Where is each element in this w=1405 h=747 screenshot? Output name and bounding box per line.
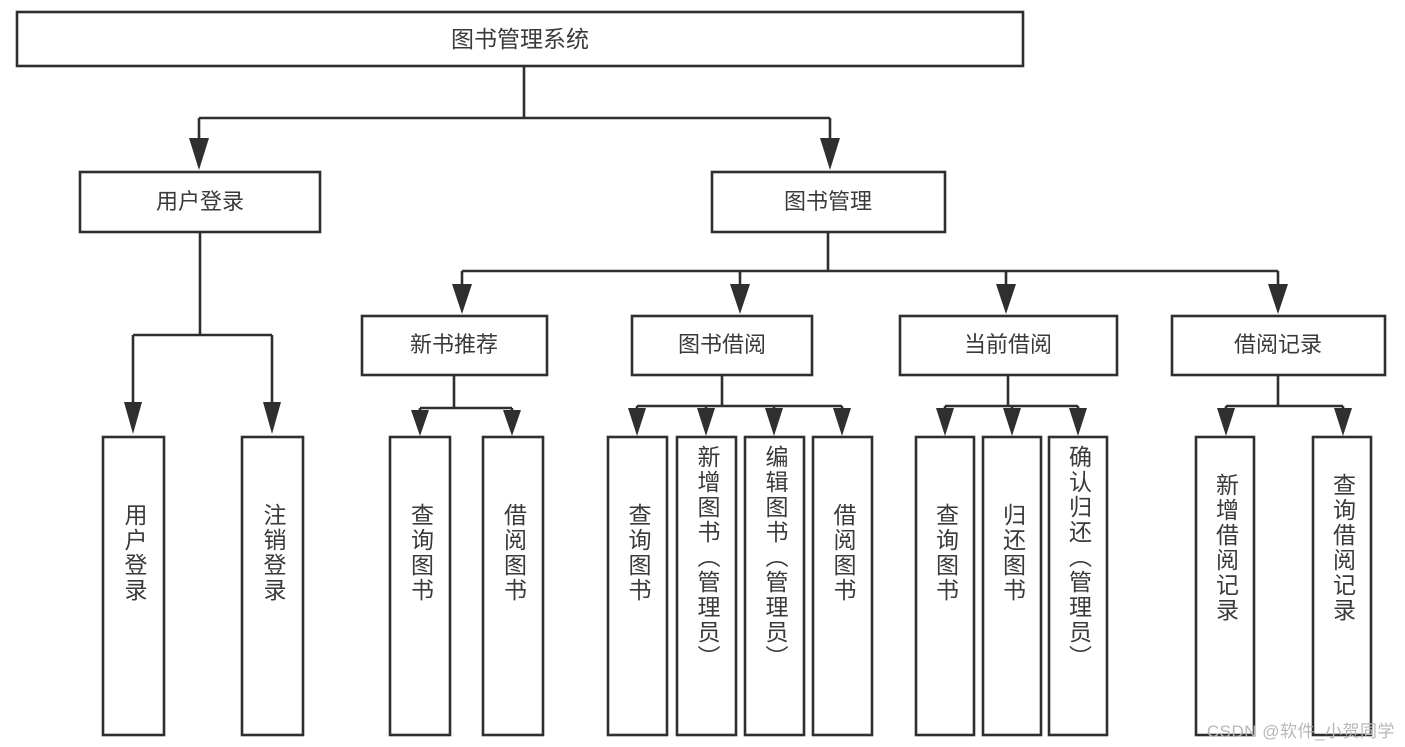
leaf-box-current-2[interactable] bbox=[981, 435, 1043, 737]
leaf-box-borrow-3[interactable] bbox=[743, 435, 806, 737]
arrow-head-current-borrow bbox=[996, 284, 1016, 314]
arrow-head-leaf-new-book-1 bbox=[411, 410, 429, 436]
leaf-box-new-book-2[interactable] bbox=[481, 435, 545, 737]
leaf-box-new-book-1[interactable] bbox=[388, 435, 452, 737]
node-current-borrow[interactable]: 当前借阅 bbox=[898, 314, 1119, 377]
node-user-login[interactable]: 用户登录 bbox=[78, 170, 322, 234]
connector-root-to-level1 bbox=[189, 66, 840, 170]
arrow-head-leaf-record-1 bbox=[1217, 408, 1235, 436]
leaf-box-user-login-1[interactable] bbox=[101, 435, 166, 737]
arrow-head-leaf-borrow-3 bbox=[765, 408, 783, 436]
leaf-box-record-1[interactable] bbox=[1194, 435, 1256, 737]
arrow-head-leaf-current-3 bbox=[1069, 408, 1087, 436]
connector-book-borrow-to-leaves bbox=[628, 375, 851, 436]
borrow-record-label: 借阅记录 bbox=[1234, 332, 1322, 357]
arrow-head-leaf-user-login-1 bbox=[124, 402, 142, 434]
arrow-head-leaf-record-2 bbox=[1334, 408, 1352, 436]
borrow-record-box[interactable] bbox=[1170, 314, 1387, 377]
leaf-box-user-login-2[interactable] bbox=[240, 435, 305, 737]
node-book-borrow[interactable]: 图书借阅 bbox=[630, 314, 814, 377]
arrow-head-borrow-record bbox=[1268, 284, 1288, 314]
current-borrow-label: 当前借阅 bbox=[964, 332, 1052, 357]
leaf-boxes bbox=[101, 435, 1373, 737]
leaf-box-borrow-2[interactable] bbox=[675, 435, 738, 737]
book-manage-box[interactable] bbox=[710, 170, 947, 234]
connector-book-manage-to-level2 bbox=[452, 232, 1288, 314]
new-book-rec-box[interactable] bbox=[360, 314, 549, 377]
arrow-head-leaf-borrow-2 bbox=[697, 408, 715, 436]
leaf-box-current-1[interactable] bbox=[914, 435, 976, 737]
arrow-head-leaf-user-login-2 bbox=[263, 402, 281, 434]
new-book-rec-label: 新书推荐 bbox=[410, 332, 498, 357]
arrow-head-leaf-borrow-4 bbox=[833, 408, 851, 436]
arrow-head-new-book-rec bbox=[452, 284, 472, 314]
node-borrow-record[interactable]: 借阅记录 bbox=[1170, 314, 1387, 377]
root-label: 图书管理系统 bbox=[451, 26, 589, 52]
connector-user-login-to-leaves bbox=[124, 232, 281, 434]
book-manage-label: 图书管理 bbox=[784, 189, 872, 214]
leaf-box-current-3[interactable] bbox=[1047, 435, 1109, 737]
arrow-head-leaf-current-1 bbox=[936, 408, 954, 436]
arrow-head-book-borrow bbox=[730, 284, 750, 314]
node-root[interactable]: 图书管理系统 bbox=[15, 10, 1025, 68]
node-new-book-rec[interactable]: 新书推荐 bbox=[360, 314, 549, 377]
connector-borrow-record-to-leaves bbox=[1217, 375, 1352, 436]
root-box[interactable] bbox=[15, 10, 1025, 68]
book-borrow-box[interactable] bbox=[630, 314, 814, 377]
leaf-box-borrow-4[interactable] bbox=[811, 435, 874, 737]
arrow-head-leaf-borrow-1 bbox=[628, 408, 646, 436]
book-borrow-label: 图书借阅 bbox=[678, 332, 766, 357]
watermark-label: CSDN @软件_小贺同学 bbox=[1206, 722, 1395, 741]
current-borrow-box[interactable] bbox=[898, 314, 1119, 377]
node-book-manage[interactable]: 图书管理 bbox=[710, 170, 947, 234]
arrow-head-book-manage bbox=[820, 138, 840, 170]
arrow-head-leaf-current-2 bbox=[1003, 408, 1021, 436]
leaf-box-borrow-1[interactable] bbox=[606, 435, 669, 737]
arrow-head-user-login bbox=[189, 138, 209, 170]
leaf-box-record-2[interactable] bbox=[1311, 435, 1373, 737]
connector-new-book-rec-to-leaves bbox=[411, 375, 521, 436]
arrow-head-leaf-new-book-2 bbox=[503, 410, 521, 436]
user-login-label: 用户登录 bbox=[156, 189, 244, 214]
connector-current-borrow-to-leaves bbox=[936, 375, 1087, 436]
